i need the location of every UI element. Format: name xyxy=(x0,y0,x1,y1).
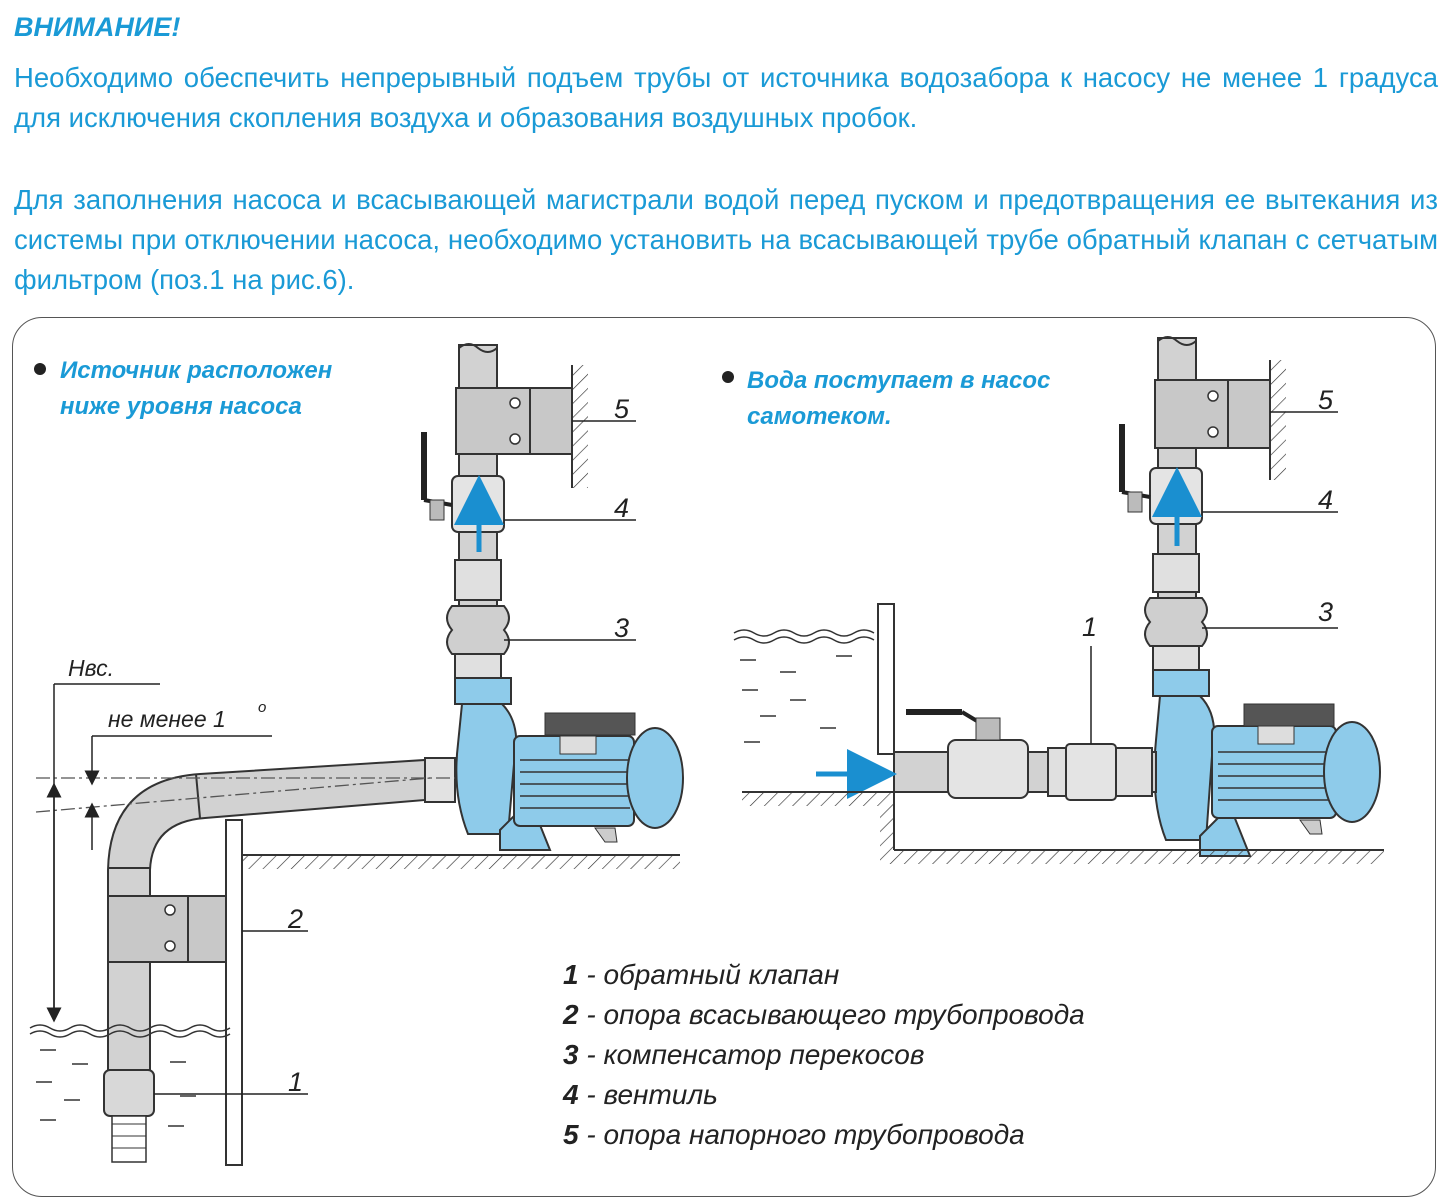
reservoir-wall-right xyxy=(877,603,895,755)
callout-4-right: 4 xyxy=(1318,485,1333,515)
pump-flange-right xyxy=(1152,669,1210,697)
right-bullet-line-1: Вода поступает в насос xyxy=(747,367,1050,394)
angle-label: не менее 1 xyxy=(108,706,226,732)
check-valve-1-right xyxy=(1065,743,1117,801)
wall-5-left xyxy=(572,365,588,488)
legend-num: 3 xyxy=(563,1039,579,1070)
warning-paragraph-1: Необходимо обеспечить непрерывный подъем… xyxy=(14,62,1438,133)
legend-item: 3 - компенсатор перекосов xyxy=(563,1035,1085,1075)
legend-text: - компенсатор перекосов xyxy=(578,1039,925,1070)
legend-num: 2 xyxy=(563,999,579,1030)
wall-5-right xyxy=(1270,360,1286,480)
legend-num: 5 xyxy=(563,1119,579,1150)
angle-degree-sign: o xyxy=(258,699,266,716)
compensator-3-right xyxy=(1144,597,1208,647)
bullet-dot-left xyxy=(34,363,46,375)
gate-valve-right xyxy=(947,739,1029,799)
left-bullet-line-2: ниже уровня насоса xyxy=(60,393,302,420)
ground-hatch-right-b xyxy=(880,806,894,864)
callout-2-left: 2 xyxy=(287,904,303,934)
legend-item: 2 - опора всасывающего трубопровода xyxy=(563,995,1085,1035)
callout-5-left: 5 xyxy=(614,394,630,424)
legend-text: - опора напорного трубопровода xyxy=(578,1119,1025,1150)
pump-motor-cap-left xyxy=(626,727,684,829)
warning-paragraph-2: Для заполнения насоса и всасывающей маги… xyxy=(14,184,1438,295)
legend-item: 1 - обратный клапан xyxy=(563,955,1085,995)
figure-panel xyxy=(12,317,1436,1197)
callout-3-left: 3 xyxy=(614,613,629,643)
legend-text: - опора всасывающего трубопровода xyxy=(578,999,1085,1030)
compensator-3-left xyxy=(446,605,510,655)
legend-text: - обратный клапан xyxy=(578,959,840,990)
hvs-label: Нвс. xyxy=(68,655,114,681)
ground-hatch-right-a xyxy=(742,792,894,806)
callout-1-right: 1 xyxy=(1082,612,1097,642)
water-surface-right xyxy=(733,629,875,637)
right-diagram: Вода поступает в насос самотеком. xyxy=(722,336,1384,864)
pump-motor-cap-right xyxy=(1323,721,1381,823)
support-5-right xyxy=(1154,379,1271,449)
callout-3-right: 3 xyxy=(1318,597,1333,627)
right-bullet-line-2: самотеком. xyxy=(747,403,892,430)
pump-flange-left xyxy=(454,677,512,705)
pump-volute-right xyxy=(1153,695,1216,841)
check-valve-1-left xyxy=(103,1069,155,1117)
callout-5-right: 5 xyxy=(1318,385,1334,415)
bullet-dot-right xyxy=(722,371,734,383)
wall-2-left xyxy=(225,819,243,1166)
ground-hatch-right-c xyxy=(894,850,1384,864)
legend-item: 5 - опора напорного трубопровода xyxy=(563,1115,1085,1155)
callout-1-left: 1 xyxy=(288,1067,303,1097)
legend: 1 - обратный клапан 2 - опора всасывающе… xyxy=(563,955,1085,1155)
pump-volute-left xyxy=(455,703,518,835)
legend-num: 1 xyxy=(563,959,579,990)
left-bullet-line-1: Источник расположен xyxy=(60,357,333,384)
legend-text: - вентиль xyxy=(578,1079,718,1110)
water-surface-left xyxy=(29,1024,231,1032)
warning-title: ВНИМАНИЕ! xyxy=(14,12,181,42)
strainer-left xyxy=(111,1115,147,1163)
floor-hatch-left xyxy=(240,855,680,869)
legend-item: 4 - вентиль xyxy=(563,1075,1085,1115)
callout-4-left: 4 xyxy=(614,493,629,523)
legend-num: 4 xyxy=(563,1079,579,1110)
left-diagram: Источник расположен ниже уровня насоса xyxy=(29,343,684,1166)
